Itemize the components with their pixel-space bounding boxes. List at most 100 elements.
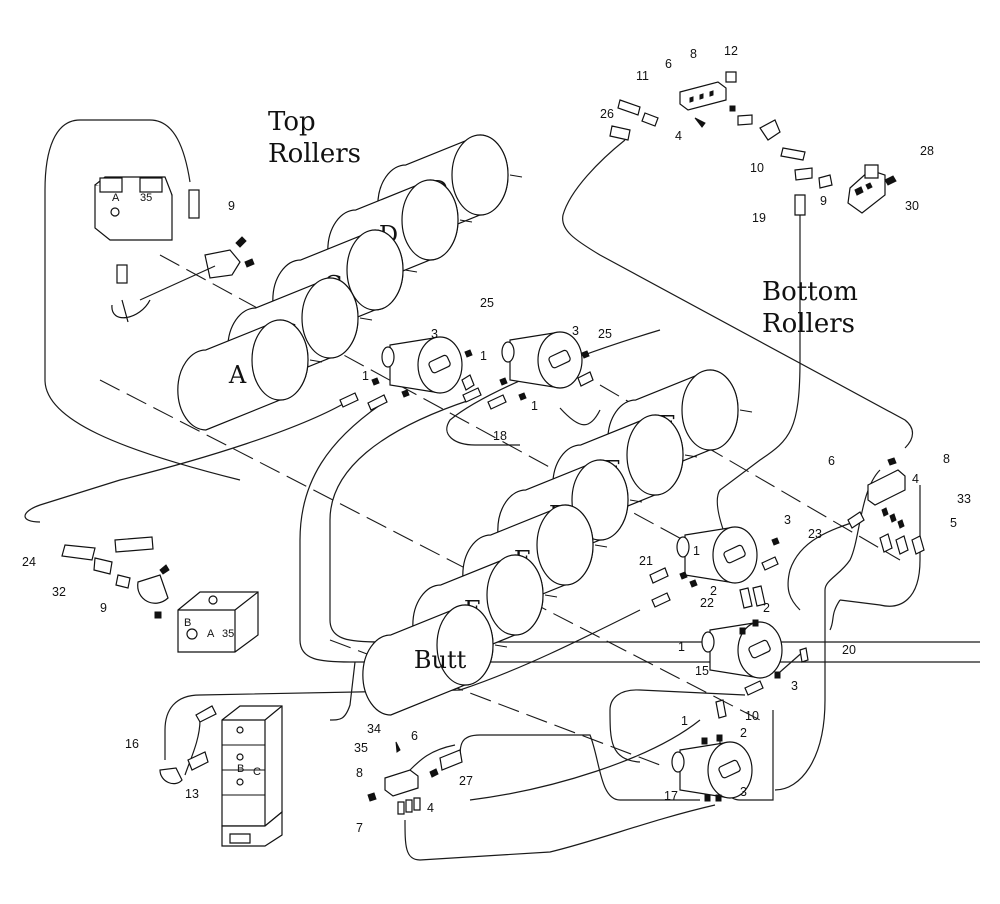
hydraulic-motors xyxy=(381,331,783,799)
callout-2: 2 xyxy=(710,584,717,598)
callout-2: 2 xyxy=(763,601,770,615)
callout-25: 25 xyxy=(598,327,612,341)
callout-2: 2 xyxy=(740,726,747,740)
callout-18: 18 xyxy=(493,429,507,443)
roller-shaft xyxy=(684,454,698,458)
callout-24: 24 xyxy=(22,555,36,569)
callout-4: 4 xyxy=(427,801,434,815)
callout-33: 33 xyxy=(957,492,971,506)
callout-6: 6 xyxy=(828,454,835,468)
roller-end xyxy=(251,319,309,401)
callout-27: 27 xyxy=(459,774,473,788)
roller-shaft xyxy=(594,544,608,548)
bottom-rollers-heading-line1: Bottom xyxy=(762,277,858,307)
callout-1: 1 xyxy=(362,369,369,383)
lower-valve-label-b: B xyxy=(184,617,191,629)
relief-valve-block xyxy=(847,164,897,214)
roller-end xyxy=(401,179,459,261)
upper-valve-label-a: A xyxy=(112,192,120,204)
callout-9: 9 xyxy=(100,601,107,615)
callout-8: 8 xyxy=(943,452,950,466)
roller-shaft xyxy=(544,594,558,598)
roller-shaft xyxy=(509,174,523,178)
motor-fittings xyxy=(339,349,809,802)
callout-8: 8 xyxy=(356,766,363,780)
callout-26: 26 xyxy=(600,107,614,121)
roller-end xyxy=(626,414,684,496)
callout-3: 3 xyxy=(791,679,798,693)
callout-3: 3 xyxy=(784,513,791,527)
top-manifold xyxy=(609,71,833,216)
callout-3: 3 xyxy=(572,324,579,338)
callout-1: 1 xyxy=(480,349,487,363)
top-rollers-heading-line2: Rollers xyxy=(268,139,361,169)
top-rollers-heading-line1: Top xyxy=(268,107,316,137)
callout-8: 8 xyxy=(690,47,697,61)
callout-22: 22 xyxy=(700,596,714,610)
callout-21: 21 xyxy=(639,554,653,568)
hydraulic-motor xyxy=(381,336,463,394)
callout-15: 15 xyxy=(695,664,709,678)
roller-shaft xyxy=(739,409,753,413)
callout-6: 6 xyxy=(665,57,672,71)
rollers: DDCCAEEEFFButt xyxy=(177,134,753,716)
roller-label: Butt xyxy=(414,646,467,674)
callout-6: 6 xyxy=(411,729,418,743)
callout-9: 9 xyxy=(228,199,235,213)
callout-25: 25 xyxy=(480,296,494,310)
roller-shaft xyxy=(309,359,323,363)
pilot-stack-label-c: C xyxy=(253,766,261,778)
callout-1: 1 xyxy=(678,640,685,654)
callout-30: 30 xyxy=(905,199,919,213)
callout-32: 32 xyxy=(52,585,66,599)
callout-17: 17 xyxy=(664,789,678,803)
callout-1: 1 xyxy=(693,544,700,558)
callout-20: 20 xyxy=(842,643,856,657)
callout-4: 4 xyxy=(675,129,682,143)
callout-12: 12 xyxy=(724,44,738,58)
callout-10: 10 xyxy=(750,161,764,175)
callout-3: 3 xyxy=(740,785,747,799)
callout-28: 28 xyxy=(920,144,934,158)
roller-a: A xyxy=(177,319,323,431)
hydraulic-motor xyxy=(501,331,583,389)
headings: Top Rollers Bottom Rollers xyxy=(268,107,858,339)
callout-1: 1 xyxy=(681,714,688,728)
callout-23: 23 xyxy=(808,527,822,541)
lower-valve-label-a: A xyxy=(207,628,215,640)
roller-end xyxy=(436,604,494,686)
pilot-stack-label-b: B xyxy=(237,763,244,775)
roller-shaft xyxy=(459,219,473,223)
roller-shaft xyxy=(494,644,508,648)
roller-end xyxy=(451,134,509,216)
bottom-manifold xyxy=(159,705,463,815)
roller-end xyxy=(681,369,739,451)
roller-end xyxy=(486,554,544,636)
roller-shaft xyxy=(359,317,373,321)
callout-16: 16 xyxy=(125,737,139,751)
callout-7: 7 xyxy=(356,821,363,835)
pilot-valve-stack: B C xyxy=(221,705,283,847)
callout-35: 35 xyxy=(354,741,368,755)
roller-shaft xyxy=(404,269,418,273)
roller-butt: Butt xyxy=(362,604,508,716)
callout-34: 34 xyxy=(367,722,381,736)
lower-valve-label-35: 35 xyxy=(222,628,234,640)
callout-11: 11 xyxy=(636,69,649,83)
roller-end xyxy=(346,229,404,311)
lower-valve-assembly: A 35 B xyxy=(61,536,259,653)
roller-end xyxy=(536,504,594,586)
right-manifold xyxy=(847,457,925,555)
callout-1: 1 xyxy=(531,399,538,413)
hydraulic-motor xyxy=(671,741,753,799)
hydraulic-motor xyxy=(676,526,758,584)
callout-4: 4 xyxy=(912,472,919,486)
callout-3: 3 xyxy=(431,327,438,341)
hose-routing xyxy=(24,119,980,861)
callout-5: 5 xyxy=(950,516,957,530)
callout-9: 9 xyxy=(820,194,827,208)
upper-valve-label-35: 35 xyxy=(140,192,152,204)
hydraulic-motor xyxy=(701,621,783,679)
